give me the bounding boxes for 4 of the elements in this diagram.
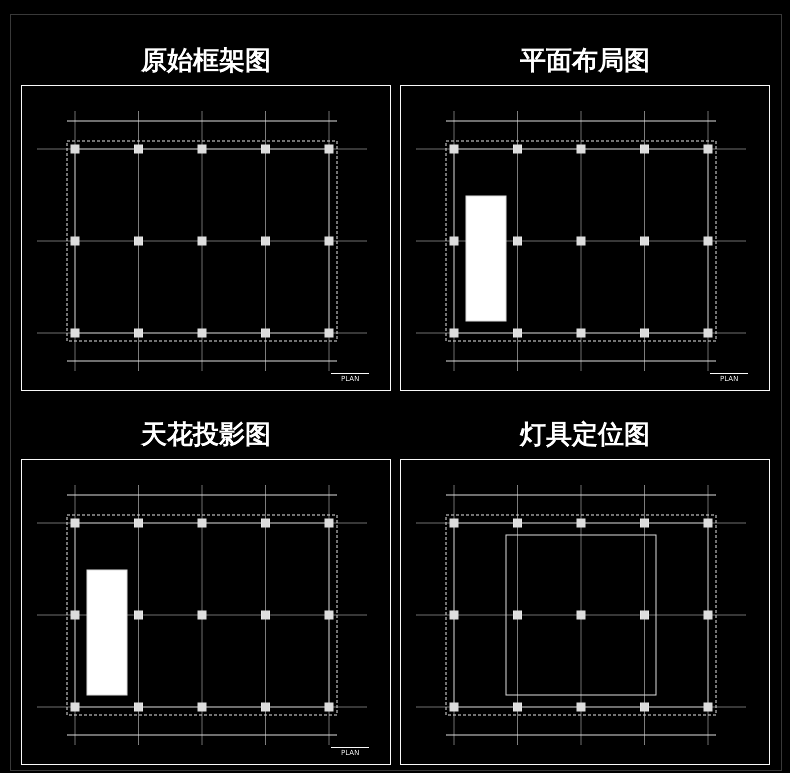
panel-title: 灯具定位图 bbox=[518, 419, 651, 452]
panel-title: 天花投影图 bbox=[140, 419, 272, 452]
panel-title: 原始框架图 bbox=[140, 45, 272, 78]
panel-title: 平面布局图 bbox=[519, 45, 651, 78]
